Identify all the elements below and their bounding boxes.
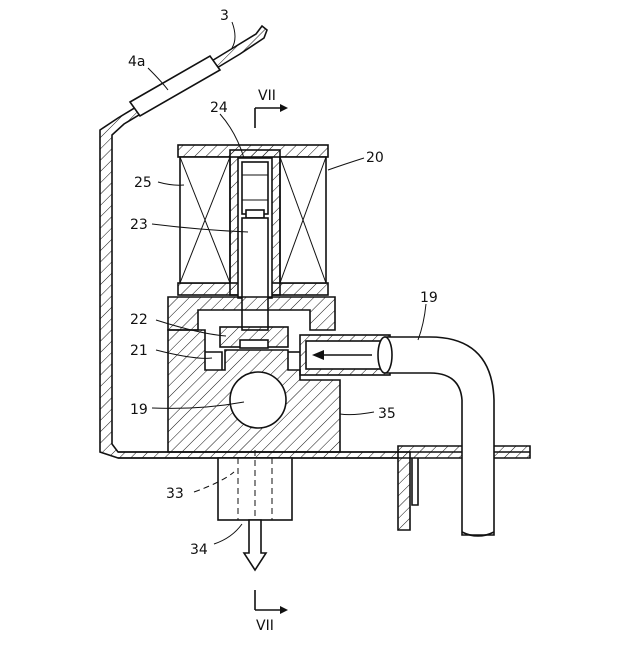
label-VII-bottom: VII <box>256 618 274 634</box>
label-35: 35 <box>378 406 396 422</box>
water-pipe-19 <box>378 337 494 536</box>
label-19-ball: 19 <box>130 402 148 418</box>
section-mark-bottom <box>255 590 288 614</box>
plunger-23 <box>242 218 268 330</box>
valve-body-35 <box>168 297 390 452</box>
label-24: 24 <box>210 100 228 116</box>
label-20: 20 <box>366 150 384 166</box>
label-23: 23 <box>130 217 148 233</box>
label-33: 33 <box>166 486 184 502</box>
label-21: 21 <box>130 343 148 359</box>
section-mark-top <box>255 104 288 128</box>
label-4a: 4a <box>128 54 146 70</box>
label-25: 25 <box>134 175 152 191</box>
label-3: 3 <box>220 8 229 24</box>
outlet-nozzle <box>218 450 292 570</box>
label-VII-top: VII <box>258 88 276 104</box>
label-34: 34 <box>190 542 208 558</box>
label-19-pipe: 19 <box>420 290 438 306</box>
label-22: 22 <box>130 312 148 328</box>
